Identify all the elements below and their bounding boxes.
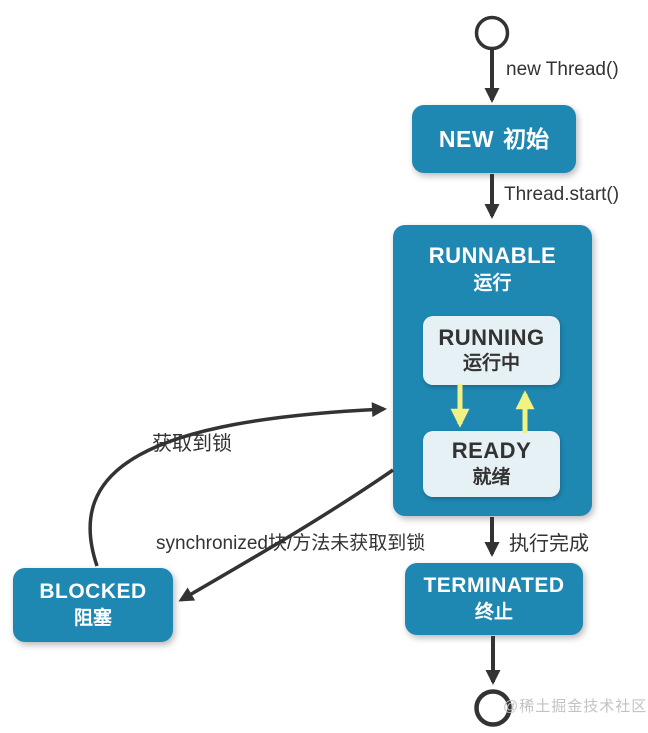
- node-runnable: RUNNABLE 运行 RUNNING 运行中 READY 就绪: [393, 225, 592, 516]
- node-runnable-label-en: RUNNABLE: [428, 243, 557, 268]
- node-terminated: TERMINATED 终止: [405, 563, 583, 635]
- node-running-label-zh: 运行中: [462, 353, 520, 375]
- node-runnable-label-zh: 运行: [473, 272, 512, 294]
- node-ready-label-en: READY: [451, 438, 532, 464]
- node-blocked-label-zh: 阻塞: [73, 608, 112, 630]
- node-running: RUNNING 运行中: [423, 316, 560, 385]
- node-terminated-label-zh: 终止: [474, 602, 513, 624]
- node-blocked: BLOCKED 阻塞: [13, 568, 173, 642]
- node-ready-label-zh: 就绪: [472, 466, 511, 488]
- node-new-label-zh: 初始: [503, 125, 550, 152]
- node-ready: READY 就绪: [423, 431, 560, 497]
- node-new-label-en: NEW: [438, 125, 495, 152]
- node-terminated-label-en: TERMINATED: [423, 574, 565, 597]
- node-blocked-label-en: BLOCKED: [39, 580, 147, 603]
- node-new: NEW 初始: [412, 105, 576, 173]
- node-running-label-en: RUNNING: [438, 324, 545, 350]
